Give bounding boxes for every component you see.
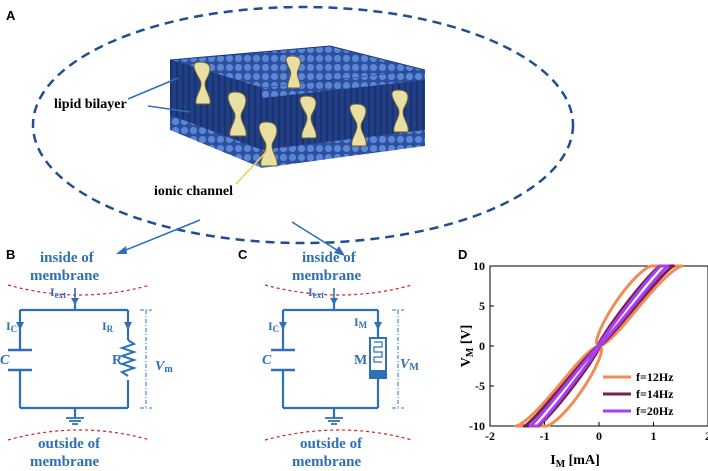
outside-membrane-line2: membrane (292, 454, 361, 470)
y-axis-label: VM [V] (459, 325, 476, 368)
capacitor-label: C (262, 353, 272, 368)
i-m-label: IM (354, 315, 368, 330)
voltage-label: VM (400, 357, 419, 373)
x-tick-label: -1 (540, 429, 550, 443)
i-r-arrowhead (124, 322, 132, 330)
arrow-to-panel-b (116, 219, 201, 254)
inside-membrane-line2: membrane (30, 268, 99, 284)
memristor-circuit (281, 300, 380, 418)
outside-membrane-line2: membrane (30, 454, 99, 470)
membrane-boundary-top (264, 284, 413, 296)
panel-a-letter: A (6, 8, 16, 23)
x-tick-label: 2 (705, 429, 708, 443)
ground-symbol (325, 417, 343, 425)
outside-membrane-line1: outside of (300, 436, 363, 452)
resistor (118, 339, 138, 377)
legend-label: f=12Hz (636, 370, 674, 384)
panel-b: B inside of membrane Iext (0, 247, 173, 470)
ground-symbol (66, 417, 84, 425)
i-c-label: IC (268, 319, 279, 334)
i-ext-label: Iext (308, 285, 324, 300)
panel-b-letter: B (6, 247, 15, 262)
capacitor-label: C (0, 353, 10, 368)
inside-membrane-line2: membrane (292, 268, 361, 284)
y-tick-label: 5 (479, 299, 485, 313)
panel-c-letter: C (238, 247, 248, 262)
x-tick-label: 1 (651, 429, 657, 443)
x-axis-label: IM [mA] (550, 453, 600, 470)
membrane-boundary-bottom (7, 429, 151, 441)
channel-leader-line (235, 149, 269, 185)
ionic-channel-label: ionic channel (154, 184, 233, 199)
ion-channel (299, 95, 317, 139)
y-tick-label: -5 (475, 379, 485, 393)
ion-channel (227, 91, 247, 137)
ion-channel (349, 103, 367, 147)
panel-c: C inside of membrane Iext (238, 247, 419, 470)
inside-membrane-line1: inside of (40, 250, 95, 266)
capacitor (8, 348, 32, 372)
i-m-arrowhead (374, 322, 382, 330)
ion-channel (193, 61, 211, 105)
panel-a: A (6, 5, 575, 256)
x-tick-label: 0 (596, 429, 602, 443)
arrow-to-panel-c (291, 221, 345, 256)
voltage-bracket (140, 309, 152, 409)
voltage-label: Vm (155, 359, 173, 375)
i-ext-label: Iext (50, 285, 66, 300)
inside-membrane-line1: inside of (302, 250, 357, 266)
i-r-label: IR (102, 319, 114, 334)
series-line-3 (528, 264, 670, 428)
ion-channel (391, 89, 409, 133)
voltage-bracket (392, 309, 404, 409)
i-c-arrowhead (16, 322, 24, 330)
y-tick-label: -10 (469, 419, 485, 433)
panel-d-letter: D (458, 247, 467, 262)
ion-channels (193, 55, 409, 167)
lipid-bilayer-label: lipid bilayer (54, 97, 127, 112)
ion-channel (285, 55, 301, 89)
capacitor (271, 348, 295, 372)
membrane-boundary-top (7, 284, 151, 296)
lipid-leader-line (127, 77, 179, 100)
outside-membrane-line1: outside of (38, 436, 101, 452)
memristor (369, 337, 387, 379)
x-tick-label: -2 (485, 429, 495, 443)
y-tick-label: 10 (473, 259, 485, 273)
cell-boundary-ellipse (31, 5, 575, 245)
y-tick-label: 0 (479, 339, 485, 353)
legend-label: f=14Hz (636, 387, 674, 401)
resistor-label: R (112, 353, 123, 368)
i-c-label: IC (6, 319, 17, 334)
memristor-label: M (354, 353, 367, 368)
legend-label: f=20Hz (636, 404, 674, 418)
lipid-leader-line-2 (147, 105, 191, 113)
i-c-arrowhead (279, 322, 287, 330)
